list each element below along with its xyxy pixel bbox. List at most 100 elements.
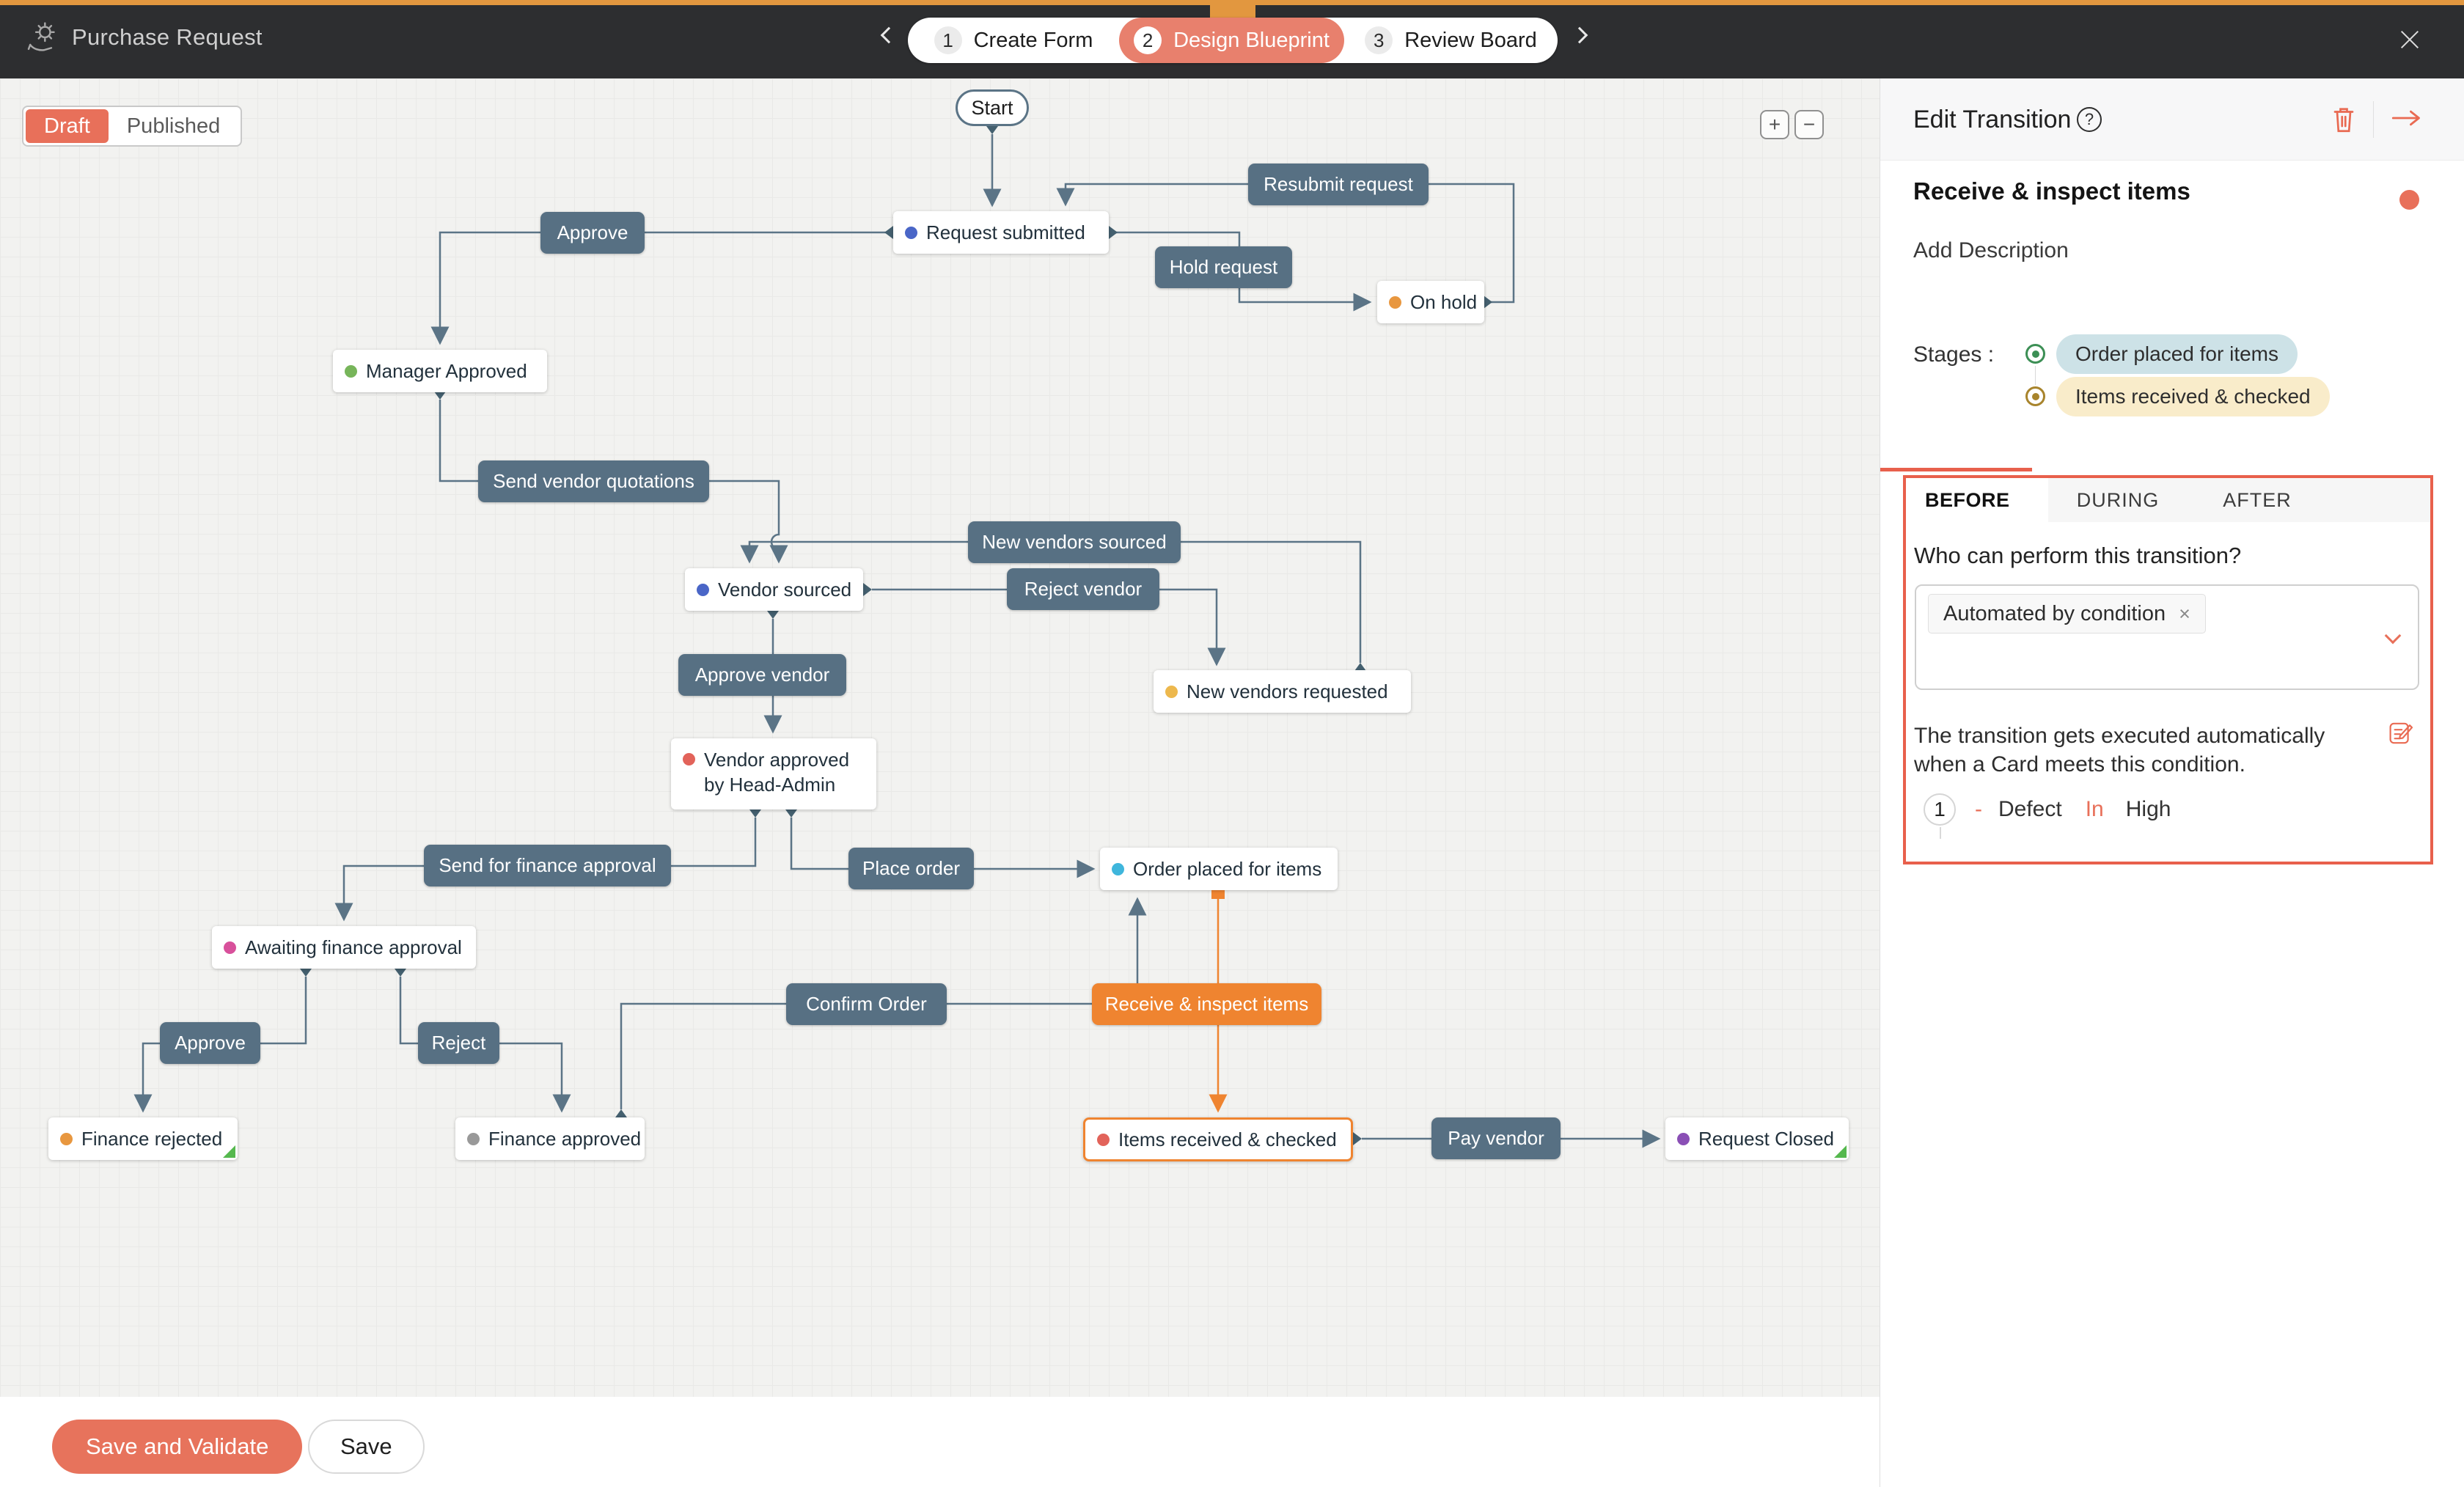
state-color-dot xyxy=(683,753,695,765)
condition-index: 1 xyxy=(1924,793,1956,839)
state-order-placed-for-items[interactable]: Order placed for items xyxy=(1100,848,1338,890)
stage-chip-from: Order placed for items xyxy=(2056,334,2298,374)
active-tab-underline xyxy=(1880,468,2032,471)
tab-after[interactable]: AFTER xyxy=(2188,478,2327,522)
edge-resubmit-request xyxy=(1056,183,1515,304)
go-forward-arrow-icon[interactable] xyxy=(2391,108,2423,128)
edit-condition-icon[interactable] xyxy=(2388,720,2414,746)
save-button[interactable]: Save xyxy=(308,1420,425,1474)
state-color-dot xyxy=(697,583,709,596)
transition-place-order[interactable]: Place order xyxy=(848,848,974,889)
top-bar: Purchase Request 1 Create Form 2 Design … xyxy=(0,0,2464,78)
state-color-dot xyxy=(1165,685,1178,698)
condition-dash: - xyxy=(1975,797,1982,821)
state-color-dot xyxy=(60,1132,73,1145)
tab-during[interactable]: DURING xyxy=(2048,478,2188,522)
connector-nubs xyxy=(300,126,1492,1145)
draft-published-toggle[interactable]: Draft Published xyxy=(22,106,243,147)
state-color-dot xyxy=(224,941,236,954)
transition-hold-request[interactable]: Hold request xyxy=(1155,246,1292,288)
condition-field: Defect xyxy=(1998,797,2062,821)
performer-chip[interactable]: Automated by condition × xyxy=(1928,594,2206,634)
transition-confirm-order[interactable]: Confirm Order xyxy=(786,983,947,1025)
steps-prev-chevron-icon[interactable] xyxy=(880,26,898,44)
zoom-out-button[interactable]: − xyxy=(1794,110,1824,139)
state-new-vendors-requested[interactable]: New vendors requested xyxy=(1154,670,1411,713)
add-description-link[interactable]: Add Description xyxy=(1913,238,2069,262)
steps-next-chevron-icon[interactable] xyxy=(1571,26,1588,44)
transition-resubmit-request[interactable]: Resubmit request xyxy=(1248,164,1429,205)
condition-row[interactable]: 1 - Defect In High xyxy=(1924,793,2171,839)
stage-rail xyxy=(2035,366,2036,385)
tab-before[interactable]: BEFORE xyxy=(1906,478,2048,522)
condition-note: The transition gets executed automatical… xyxy=(1914,724,2325,776)
step-review-board[interactable]: 3 Review Board xyxy=(1344,18,1558,63)
chevron-down-icon[interactable] xyxy=(2384,627,2402,645)
toggle-published[interactable]: Published xyxy=(126,114,221,138)
step-design-blueprint-active[interactable]: 2 Design Blueprint xyxy=(1119,18,1344,63)
transition-new-vendors-sourced[interactable]: New vendors sourced xyxy=(968,521,1181,563)
performer-select[interactable]: Automated by condition × xyxy=(1915,584,2419,690)
transition-reject-vendor[interactable]: Reject vendor xyxy=(1007,568,1159,610)
transition-color-dot[interactable] xyxy=(2399,190,2419,210)
wizard-stepper: 1 Create Form 2 Design Blueprint 3 Revie… xyxy=(908,18,1558,63)
edit-transition-panel: Edit Transition ? Receive & inspect item… xyxy=(1880,78,2464,1487)
app-brand: Purchase Request xyxy=(25,21,263,54)
stage-chip-to: Items received & checked xyxy=(2056,377,2330,416)
delete-transition-icon[interactable] xyxy=(2331,105,2357,134)
tab-filler xyxy=(2327,478,2430,522)
state-color-dot xyxy=(1677,1132,1690,1145)
before-section-box: BEFORE DURING AFTER Who can perform this… xyxy=(1903,475,2433,864)
state-request-closed[interactable]: Request Closed xyxy=(1665,1117,1849,1160)
state-request-submitted[interactable]: Request submitted xyxy=(893,211,1109,254)
remove-chip-icon[interactable]: × xyxy=(2179,602,2190,625)
edge-place-order xyxy=(790,818,1096,878)
help-icon[interactable]: ? xyxy=(2077,107,2102,132)
transition-receive-inspect-items-selected[interactable]: Receive & inspect items xyxy=(1092,983,1321,1025)
state-color-dot xyxy=(1097,1133,1110,1146)
panel-header: Edit Transition ? xyxy=(1880,78,2464,161)
toggle-draft[interactable]: Draft xyxy=(26,109,109,143)
state-items-received-checked-selected[interactable]: Items received & checked xyxy=(1083,1117,1353,1161)
transition-pay-vendor[interactable]: Pay vendor xyxy=(1431,1117,1561,1159)
state-finance-approved[interactable]: Finance approved xyxy=(455,1117,645,1160)
transition-send-for-finance-approval[interactable]: Send for finance approval xyxy=(424,845,671,886)
close-icon[interactable] xyxy=(2397,26,2423,53)
zoom-in-button[interactable]: + xyxy=(1760,110,1789,139)
top-accent-strip xyxy=(0,0,2464,5)
state-color-dot xyxy=(1389,295,1401,309)
app-title: Purchase Request xyxy=(72,24,263,50)
condition-operator: In xyxy=(2085,797,2104,821)
state-color-dot xyxy=(345,364,357,378)
process-hand-gear-icon xyxy=(27,22,55,51)
transition-tabs: BEFORE DURING AFTER xyxy=(1906,478,2430,522)
save-and-validate-button[interactable]: Save and Validate xyxy=(52,1420,303,1474)
state-finance-rejected[interactable]: Finance rejected xyxy=(48,1117,238,1160)
transition-name-label: Receive & inspect items xyxy=(1913,177,2190,205)
transition-reject-finance[interactable]: Reject xyxy=(418,1022,499,1064)
edge-send-vendor-quotations xyxy=(439,400,788,564)
step-create-form[interactable]: 1 Create Form xyxy=(908,18,1119,63)
state-manager-approved[interactable]: Manager Approved xyxy=(333,350,547,392)
transition-send-vendor-quotations[interactable]: Send vendor quotations xyxy=(478,460,709,502)
transition-approve-finance[interactable]: Approve xyxy=(160,1022,260,1064)
state-color-dot xyxy=(905,226,917,239)
published-corner-marker xyxy=(1834,1145,1847,1158)
stage-radio-icon xyxy=(2025,386,2045,406)
who-can-perform-question: Who can perform this transition? xyxy=(1914,543,2242,568)
transition-approve-manager[interactable]: Approve xyxy=(540,212,645,254)
stage-radio-icon xyxy=(2025,344,2045,364)
transition-approve-vendor[interactable]: Approve vendor xyxy=(678,654,846,696)
condition-value: High xyxy=(2125,797,2171,821)
header-divider xyxy=(2373,101,2374,138)
state-color-dot xyxy=(1112,862,1124,875)
blueprint-canvas[interactable] xyxy=(0,78,1880,1397)
edge-approve-to-manager-approved xyxy=(430,231,893,345)
edge-reject-vendor xyxy=(872,588,1226,667)
state-on-hold[interactable]: On hold xyxy=(1377,281,1484,323)
state-vendor-sourced[interactable]: Vendor sourced xyxy=(685,568,863,611)
node-start[interactable]: Start xyxy=(956,89,1029,126)
state-awaiting-finance-approval[interactable]: Awaiting finance approval xyxy=(212,926,476,969)
published-corner-marker xyxy=(223,1145,235,1158)
state-vendor-approved-by-head-admin[interactable]: Vendor approved by Head-Admin xyxy=(671,738,876,809)
